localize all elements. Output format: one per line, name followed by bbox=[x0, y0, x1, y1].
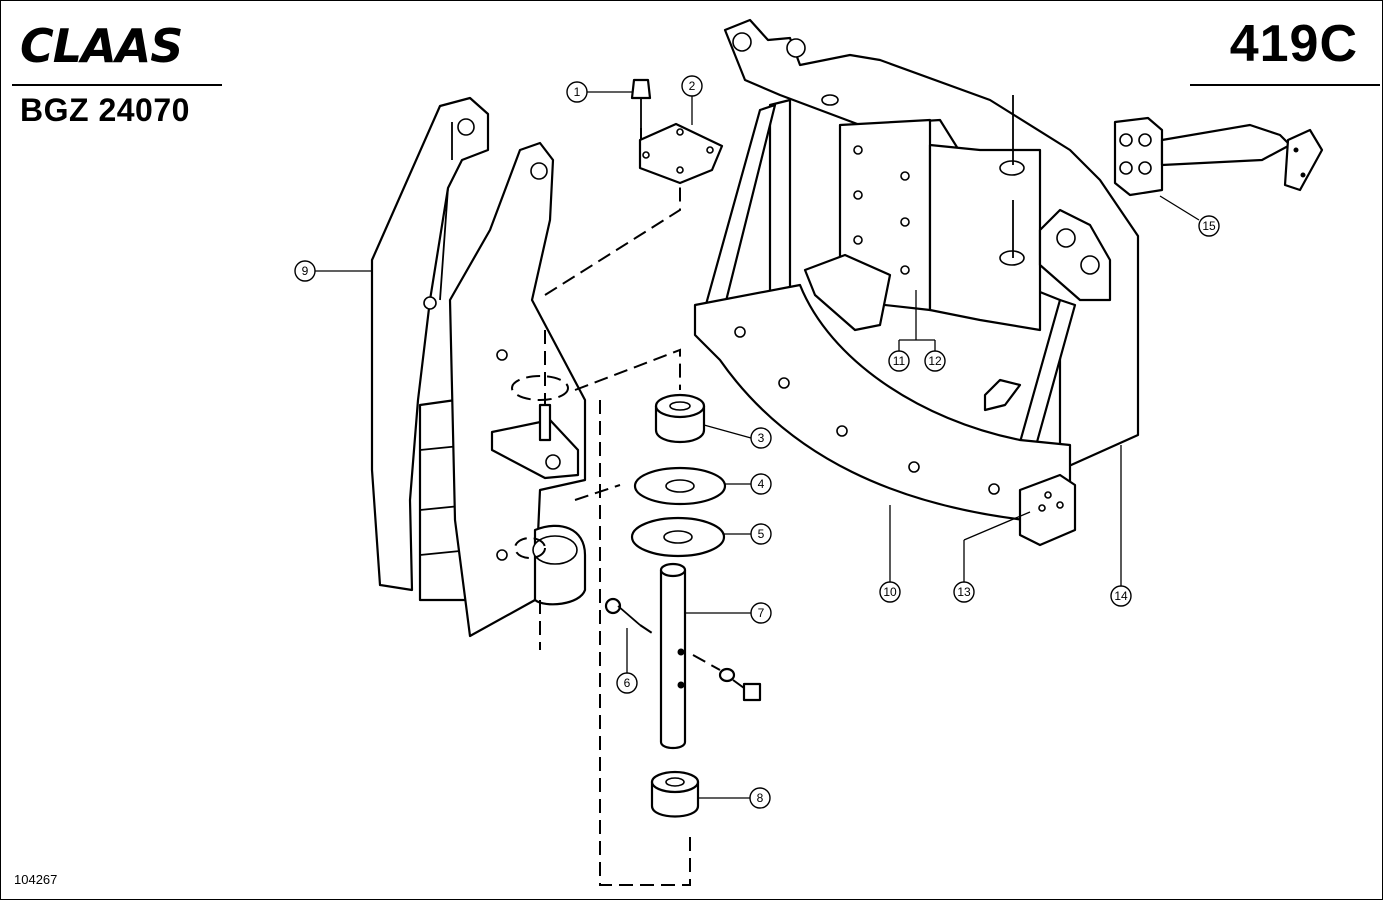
figure-number: 104267 bbox=[14, 872, 58, 887]
callout-8: 8 bbox=[698, 787, 771, 809]
callout-11-label: 11 bbox=[893, 354, 906, 368]
brand-underline bbox=[12, 84, 222, 86]
callout-6: 6 bbox=[616, 628, 638, 694]
callout-2: 2 bbox=[681, 75, 703, 125]
callout-5: 5 bbox=[724, 523, 772, 545]
callout-12-label: 12 bbox=[928, 354, 942, 368]
callout-13-label: 13 bbox=[957, 585, 971, 599]
part-1-bolt bbox=[630, 78, 652, 148]
callout-4: 4 bbox=[725, 473, 772, 495]
part-6-bolt bbox=[604, 597, 656, 636]
page-number: 419C bbox=[1229, 15, 1358, 73]
document-code: BGZ 24070 bbox=[20, 92, 190, 128]
callout-14: 14 bbox=[1110, 445, 1132, 607]
part-8-lower-bush bbox=[650, 770, 700, 818]
part-4-washer bbox=[633, 466, 727, 506]
brand-logo-text: CLAAS bbox=[20, 22, 182, 66]
part-10-mounting-frame bbox=[693, 18, 1140, 547]
callout-10: 10 bbox=[879, 505, 901, 603]
callout-4-label: 4 bbox=[758, 477, 765, 491]
callout-13: 13 bbox=[953, 511, 1031, 603]
callout-3: 3 bbox=[703, 424, 772, 449]
callout-12: 12 bbox=[924, 340, 946, 372]
part-3-upper-bush bbox=[654, 393, 706, 443]
callout-7-label: 7 bbox=[758, 606, 765, 620]
callout-6-label: 6 bbox=[624, 676, 631, 690]
part-15-sensor-bracket bbox=[1113, 116, 1324, 197]
callout-7: 7 bbox=[685, 602, 772, 624]
callout-14-label: 14 bbox=[1114, 589, 1128, 603]
callout-11: 11 bbox=[888, 290, 935, 372]
callout-1-label: 1 bbox=[574, 85, 581, 99]
part-7-pin bbox=[659, 562, 762, 750]
callout-9-label: 9 bbox=[302, 264, 309, 278]
callout-9: 9 bbox=[294, 260, 372, 282]
callout-10-label: 10 bbox=[883, 585, 897, 599]
part-5-washer bbox=[630, 516, 726, 558]
callout-15-label: 15 bbox=[1202, 219, 1216, 233]
callout-2-label: 2 bbox=[689, 79, 696, 93]
callout-3-label: 3 bbox=[758, 431, 765, 445]
part-2-cover-plate bbox=[638, 122, 724, 185]
callout-5-label: 5 bbox=[758, 527, 765, 541]
claas-logo: CLAAS bbox=[20, 22, 183, 66]
callout-8-label: 8 bbox=[757, 791, 764, 805]
callout-1: 1 bbox=[566, 81, 632, 103]
callout-15: 15 bbox=[1159, 195, 1220, 237]
page-number-underline bbox=[1190, 84, 1380, 86]
part-9-swing-arm bbox=[370, 96, 691, 886]
